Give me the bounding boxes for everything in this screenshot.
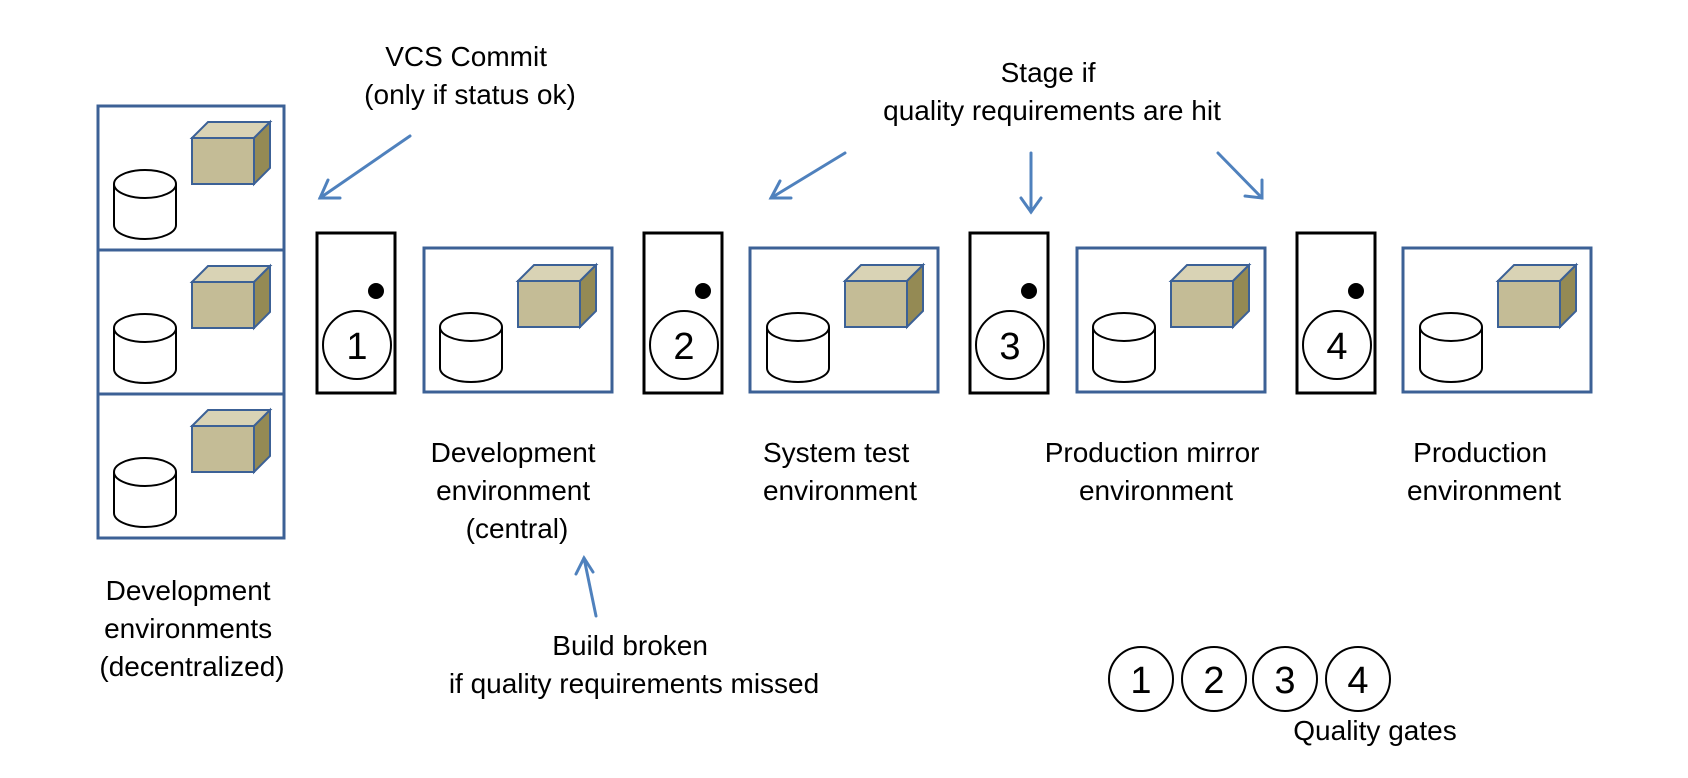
env-box-system-test [748, 246, 940, 394]
package-box-icon [191, 265, 271, 329]
legend-gate-circle-2 [1181, 646, 1247, 712]
package-box-icon [1497, 264, 1577, 328]
env-box-prod-mirror [1075, 246, 1267, 394]
label-prod-mirror: Production mirror environment [1045, 437, 1268, 506]
package-box-icon [1170, 264, 1250, 328]
arrow-build-broken [574, 554, 598, 618]
database-icon [766, 312, 830, 383]
label-system-test: System test environment [763, 437, 917, 506]
quality-gate-server-2: 2 [642, 231, 724, 395]
database-icon [113, 169, 177, 240]
server-icon [1295, 231, 1377, 395]
legend-gate-circle-1 [1108, 646, 1174, 712]
quality-gate-server-4: 4 [1295, 231, 1377, 395]
legend-label: Quality gates [1293, 715, 1456, 746]
package-box-icon [191, 409, 271, 473]
env-box-production [1401, 246, 1593, 394]
label-dev-decentralized: Development environments (decentralized) [99, 575, 284, 682]
quality-gate-server-3: 3 [968, 231, 1050, 395]
package-box-icon [191, 121, 271, 185]
legend-gate-number: 3 [1274, 660, 1295, 702]
package-box-icon [517, 264, 597, 328]
database-icon [113, 457, 177, 528]
annotation-vcs-commit: VCS Commit (only if status ok) [364, 41, 576, 110]
gate-number: 4 [1326, 326, 1347, 368]
quality-gate-server-1: 1 [315, 231, 397, 395]
arrow-stage-2 [768, 151, 847, 200]
legend-gate-number: 4 [1347, 660, 1368, 702]
dev-decentralized-stack [96, 104, 286, 540]
database-icon [1419, 312, 1483, 383]
server-icon [968, 231, 1050, 395]
arrow-stage-3 [1019, 151, 1043, 215]
gate-number: 3 [999, 326, 1020, 368]
annotation-stage-if: Stage if quality requirements are hit [883, 57, 1221, 126]
legend-gate-number: 1 [1130, 660, 1151, 702]
legend-gate-number: 2 [1203, 660, 1224, 702]
arrows [317, 134, 1264, 618]
gate-number: 1 [346, 326, 367, 368]
annotation-build-broken: Build broken if quality requirements mis… [449, 630, 819, 699]
server-icon [315, 231, 397, 395]
arrow-vcs-commit [317, 134, 412, 200]
label-dev-central: Development environment (central) [431, 437, 604, 544]
database-icon [1092, 312, 1156, 383]
package-box-icon [844, 264, 924, 328]
label-production: Production environment [1407, 437, 1561, 506]
arrow-stage-4 [1216, 151, 1264, 200]
server-icon [642, 231, 724, 395]
database-icon [439, 312, 503, 383]
legend-quality-gates: 1 2 3 4 Quality gates [1108, 646, 1457, 746]
database-icon [113, 313, 177, 384]
legend-gate-circle-3 [1252, 646, 1318, 712]
env-box-dev-central [422, 246, 614, 394]
gate-number: 2 [673, 326, 694, 368]
legend-gate-circle-4 [1325, 646, 1391, 712]
